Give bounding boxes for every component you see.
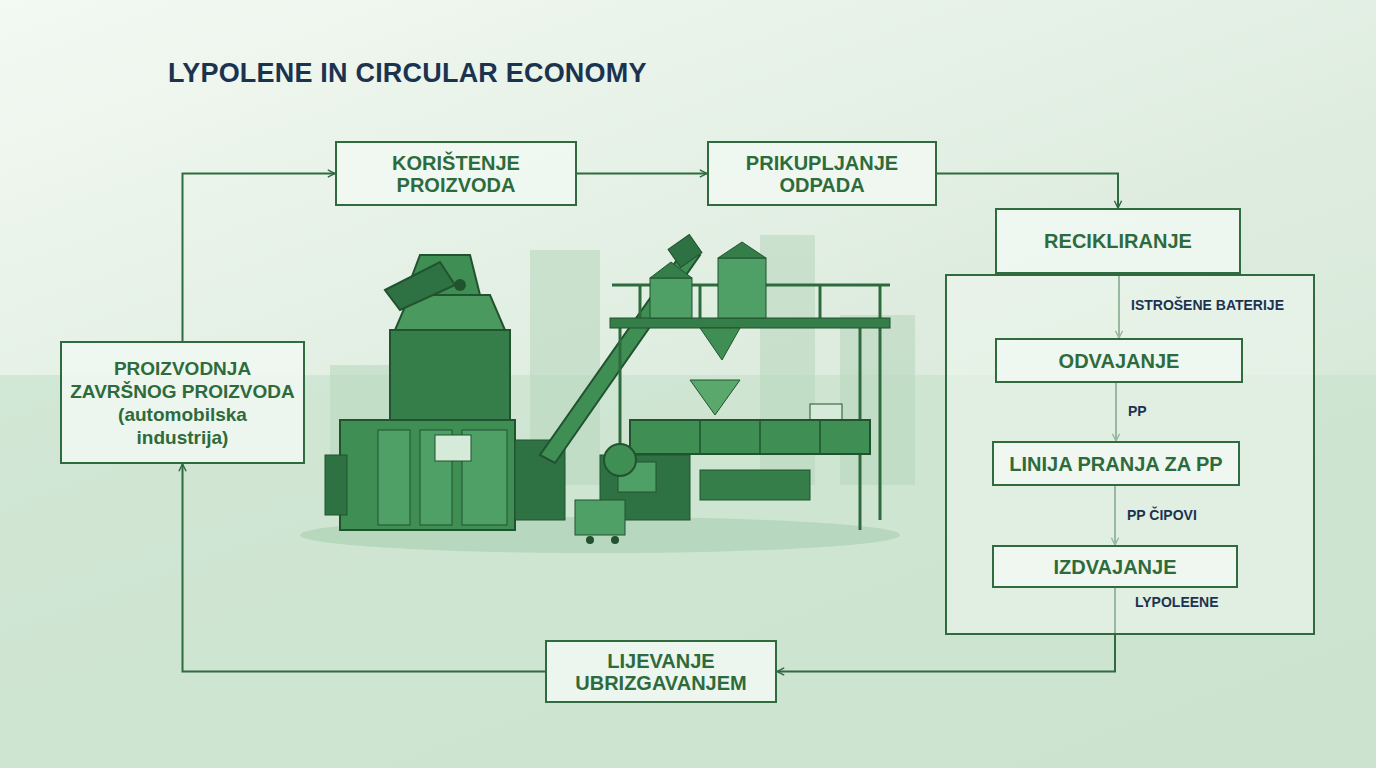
box-label: LINIJA PRANJA ZA PP xyxy=(1009,453,1222,475)
process-box: ODVAJANJE xyxy=(995,338,1243,383)
box-label: IZDVAJANJE xyxy=(1054,556,1177,578)
flow-label: ISTROŠENE BATERIJE xyxy=(1131,297,1284,313)
process-box: PROIZVODNJA ZAVRŠNOG PROIZVODA (automobi… xyxy=(60,341,305,464)
flow-arrow xyxy=(183,174,336,342)
flow-label: LYPOLEENE xyxy=(1135,594,1219,610)
flow-arrow xyxy=(937,174,1118,209)
box-label: PROIZVODNJA ZAVRŠNOG PROIZVODA (automobi… xyxy=(70,357,295,449)
group-heading-box: RECIKLIRANJE xyxy=(995,208,1241,274)
process-box: IZDVAJANJE xyxy=(992,545,1238,588)
diagram-title: LYPOLENE IN CIRCULAR ECONOMY xyxy=(168,58,647,89)
box-label: PRIKUPLJANJE ODPADA xyxy=(717,152,927,196)
box-label: LIJEVANJE UBRIZGAVANJEM xyxy=(555,650,767,694)
flow-arrow xyxy=(183,464,546,672)
process-box: KORIŠTENJE PROIZVODA xyxy=(335,141,577,206)
group-heading: RECIKLIRANJE xyxy=(1044,230,1192,252)
box-label: ODVAJANJE xyxy=(1059,350,1180,372)
process-group: RECIKLIRANJE ODVAJANJE LINIJA PRANJA ZA PP… xyxy=(945,208,1315,635)
box-label: KORIŠTENJE PROIZVODA xyxy=(345,152,567,196)
flow-arrow xyxy=(577,173,707,175)
process-box: LIJEVANJE UBRIZGAVANJEM xyxy=(545,640,777,703)
process-box: LINIJA PRANJA ZA PP xyxy=(992,441,1240,486)
flow-label: PP ČIPOVI xyxy=(1127,507,1197,523)
process-box: PRIKUPLJANJE ODPADA xyxy=(707,141,937,206)
flow-label: PP xyxy=(1128,403,1147,419)
